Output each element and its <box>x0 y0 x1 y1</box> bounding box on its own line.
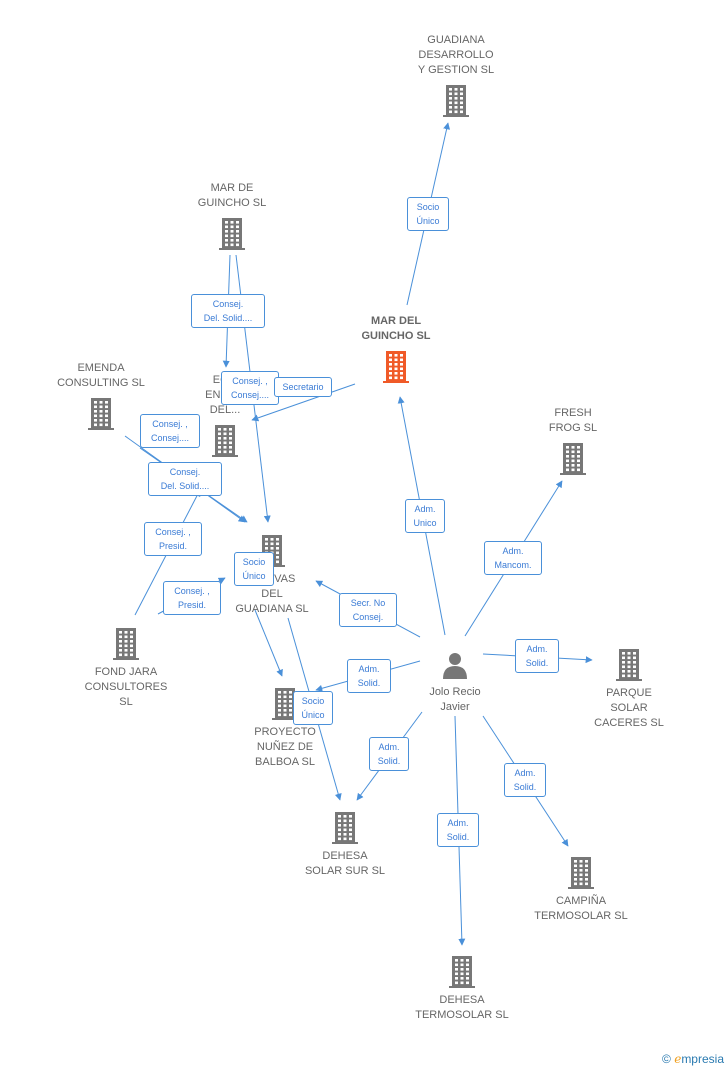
node-label: Jolo Recio Javier <box>429 686 481 713</box>
node-label: FOND JARA CONSULTORES SL <box>84 666 168 708</box>
building-icon <box>442 83 470 122</box>
edge-label-10[interactable]: Adm. Mancom. <box>484 541 542 575</box>
brand-name: mpresia <box>681 1052 724 1066</box>
copyright-symbol: © <box>662 1052 671 1066</box>
building-icon <box>567 855 595 894</box>
edge-label-5[interactable]: Consej. Del. Solid.... <box>148 462 222 496</box>
edge-label-6[interactable]: Consej. , Presid. <box>144 522 202 556</box>
brand-initial: e <box>674 1052 682 1066</box>
edge-label-7[interactable]: Consej. , Presid. <box>163 581 221 615</box>
node-label: PROYECTO NUÑEZ DE BALBOA SL <box>254 726 316 768</box>
edge-label-13[interactable]: Adm. Solid. <box>515 639 559 673</box>
edge-label-0[interactable]: Socio Único <box>407 197 449 231</box>
node-label: MAR DE GUINCHO SL <box>197 182 267 209</box>
building-icon <box>615 647 643 686</box>
node-label: MAR DEL GUINCHO SL <box>361 315 431 342</box>
node-label: DEHESA SOLAR SUR SL <box>304 850 386 877</box>
node-label: PARQUE SOLAR CACERES SL <box>594 687 664 729</box>
edge-label-1[interactable]: Consej. Del. Solid.... <box>191 294 265 328</box>
edge-label-3[interactable]: Secretario <box>274 377 332 397</box>
edge-label-4[interactable]: Consej. , Consej.... <box>140 414 200 448</box>
building-icon <box>559 441 587 480</box>
node-label: DEHESA TERMOSOLAR SL <box>415 994 509 1021</box>
edge-label-16[interactable]: Adm. Solid. <box>504 763 546 797</box>
node-label: FRESH FROG SL <box>548 407 598 434</box>
edge-label-8[interactable]: Socio Único <box>234 552 274 586</box>
edge-line-8 <box>254 609 283 677</box>
watermark: © empresia <box>662 1052 724 1066</box>
building-icon <box>271 686 299 725</box>
edge-line-3 <box>251 383 356 422</box>
edge-label-9[interactable]: Adm. Unico <box>405 499 445 533</box>
building-icon <box>331 810 359 849</box>
edge-label-12[interactable]: Adm. Solid. <box>347 659 391 693</box>
building-icon <box>382 349 410 388</box>
node-label: EMENDA CONSULTING SL <box>57 362 145 389</box>
edge-label-11[interactable]: Secr. No Consej. <box>339 593 397 627</box>
building-icon <box>211 423 239 462</box>
building-icon <box>448 954 476 993</box>
edge-label-2[interactable]: Consej. , Consej.... <box>221 371 279 405</box>
person-icon <box>441 651 469 684</box>
node-label: CAMPIÑA TERMOSOLAR SL <box>534 895 628 922</box>
building-icon <box>87 396 115 435</box>
node-label: GUADIANA DESARROLLO Y GESTION SL <box>417 34 495 76</box>
edge-label-14[interactable]: Socio Único <box>293 691 333 725</box>
building-icon <box>112 626 140 665</box>
edge-label-17[interactable]: Adm. Solid. <box>437 813 479 847</box>
edge-label-15[interactable]: Adm. Solid. <box>369 737 409 771</box>
building-icon <box>218 216 246 255</box>
